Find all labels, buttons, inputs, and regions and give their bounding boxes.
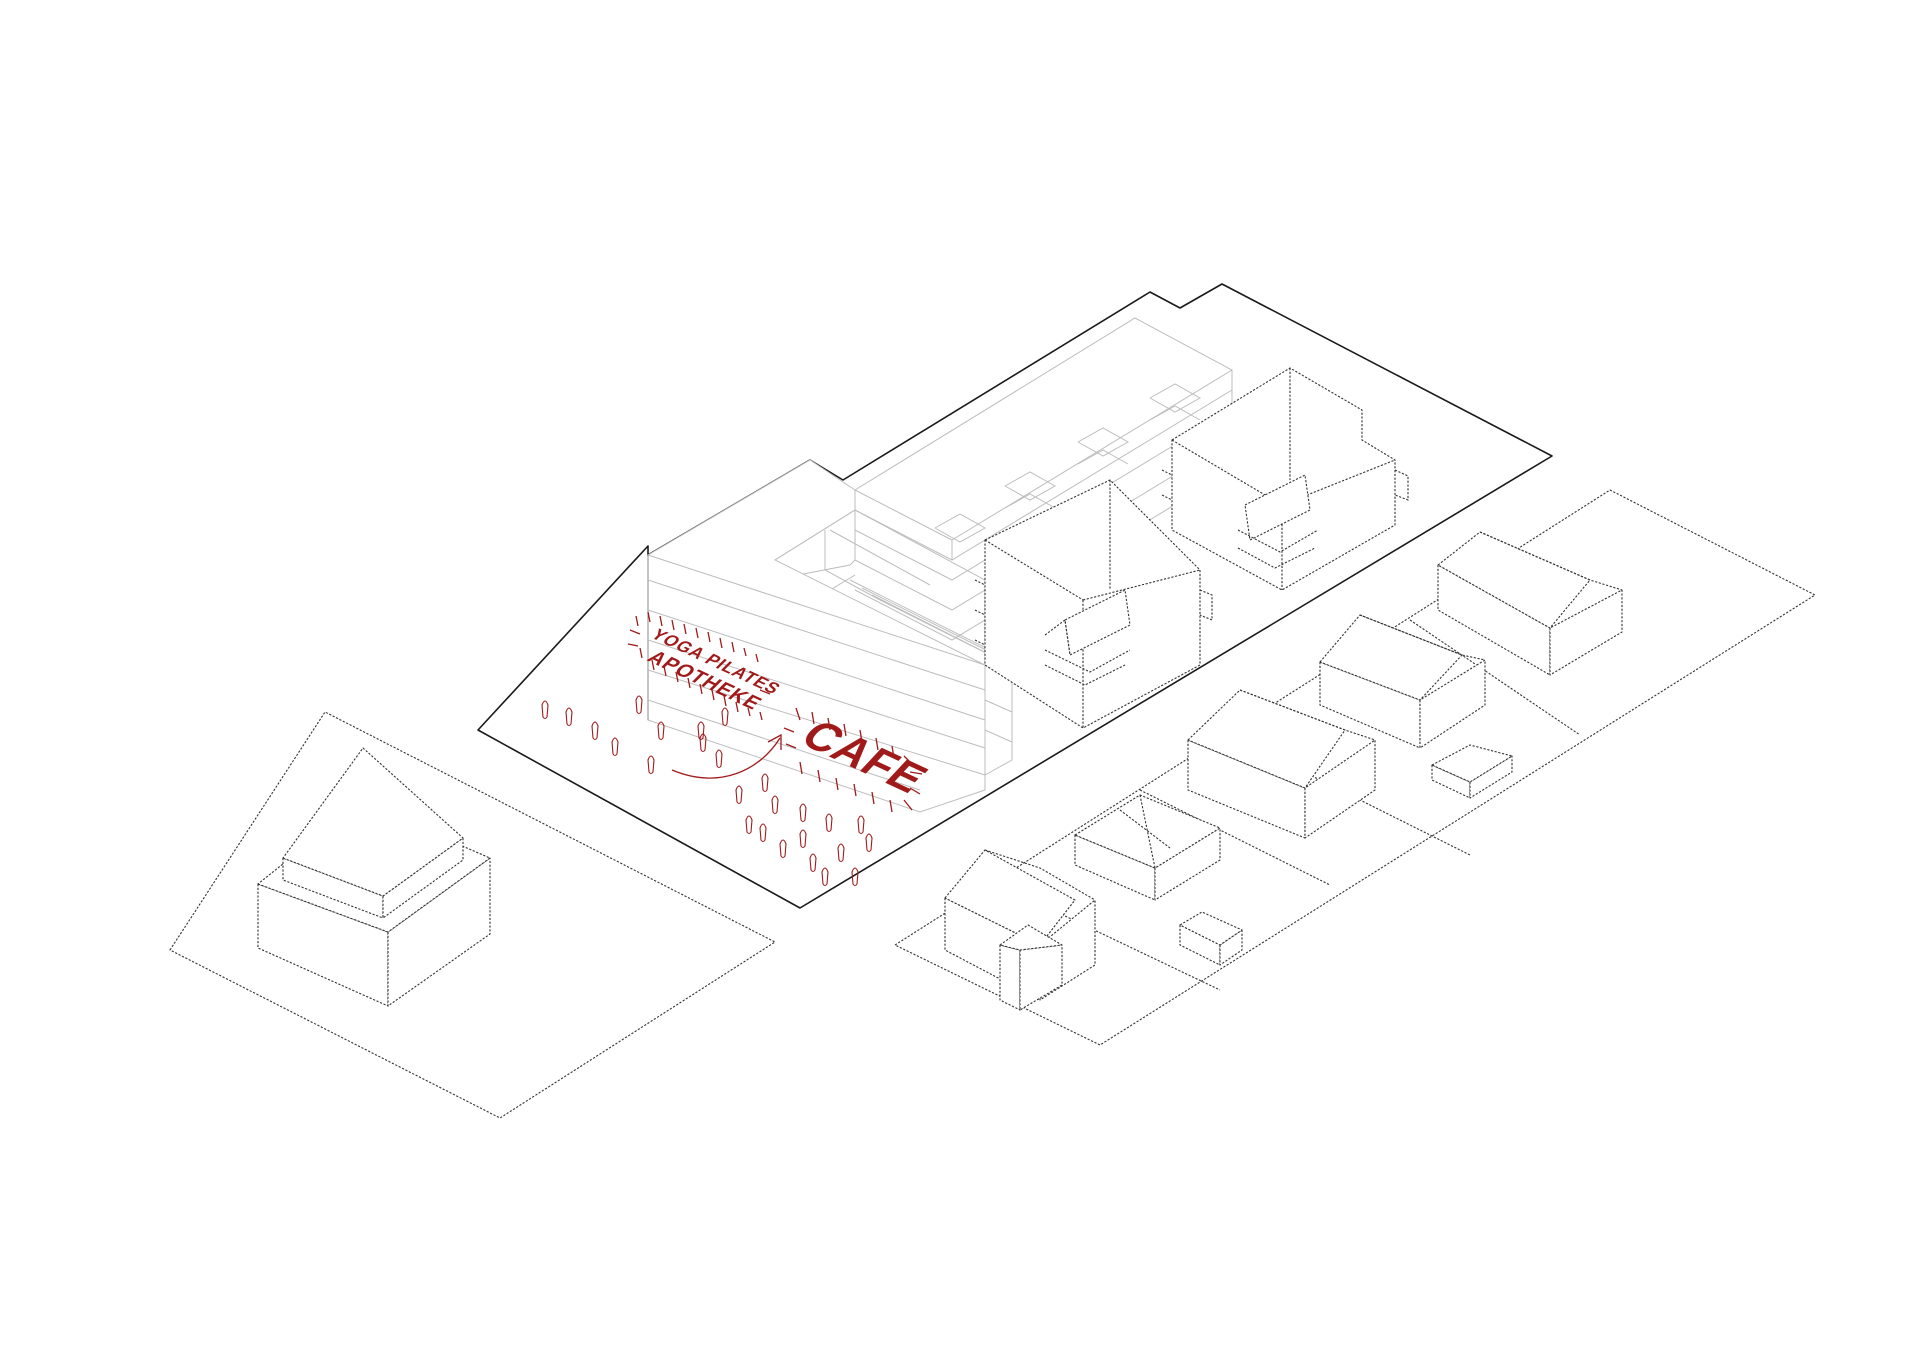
person-marker: [799, 829, 807, 849]
highlight-rays-upper: [627, 611, 771, 721]
person-marker: [647, 755, 655, 775]
shed-1: [1179, 911, 1243, 966]
shed-2: [1431, 744, 1513, 799]
right-neighborhood-plot: [894, 489, 1816, 1046]
person-marker: [565, 707, 573, 727]
arrow-to-cafe: [671, 733, 782, 779]
front-main-building: [647, 459, 1013, 813]
person-marker: [699, 733, 707, 753]
person-marker: [735, 785, 743, 805]
left-neighbor-building: [257, 747, 491, 1007]
house-c: [1187, 689, 1376, 839]
person-marker: [799, 803, 807, 823]
person-marker: [721, 707, 729, 727]
person-marker: [745, 815, 753, 835]
person-marker: [821, 867, 829, 887]
person-marker: [771, 795, 779, 815]
person-marker: [591, 721, 599, 741]
house-a: [944, 849, 1096, 1011]
tower-back: [1161, 367, 1409, 591]
house-e: [1437, 531, 1623, 676]
person-marker: [715, 749, 723, 769]
person-marker: [635, 695, 643, 715]
people-group: [541, 695, 873, 887]
person-marker: [759, 823, 767, 843]
person-marker: [761, 773, 769, 793]
person-marker: [837, 843, 845, 863]
highlight-rays-cafe: [783, 707, 923, 813]
person-marker: [657, 721, 665, 741]
tower-middle: [974, 479, 1213, 729]
person-marker: [611, 737, 619, 757]
person-marker: [809, 853, 817, 873]
person-marker: [865, 833, 873, 853]
person-marker: [541, 700, 549, 720]
house-b: [1074, 794, 1221, 901]
person-marker: [825, 813, 833, 833]
house-d: [1319, 614, 1486, 749]
person-marker: [857, 815, 865, 835]
left-neighbor-plot: [169, 711, 776, 1119]
person-marker: [851, 867, 859, 887]
person-marker: [779, 839, 787, 859]
